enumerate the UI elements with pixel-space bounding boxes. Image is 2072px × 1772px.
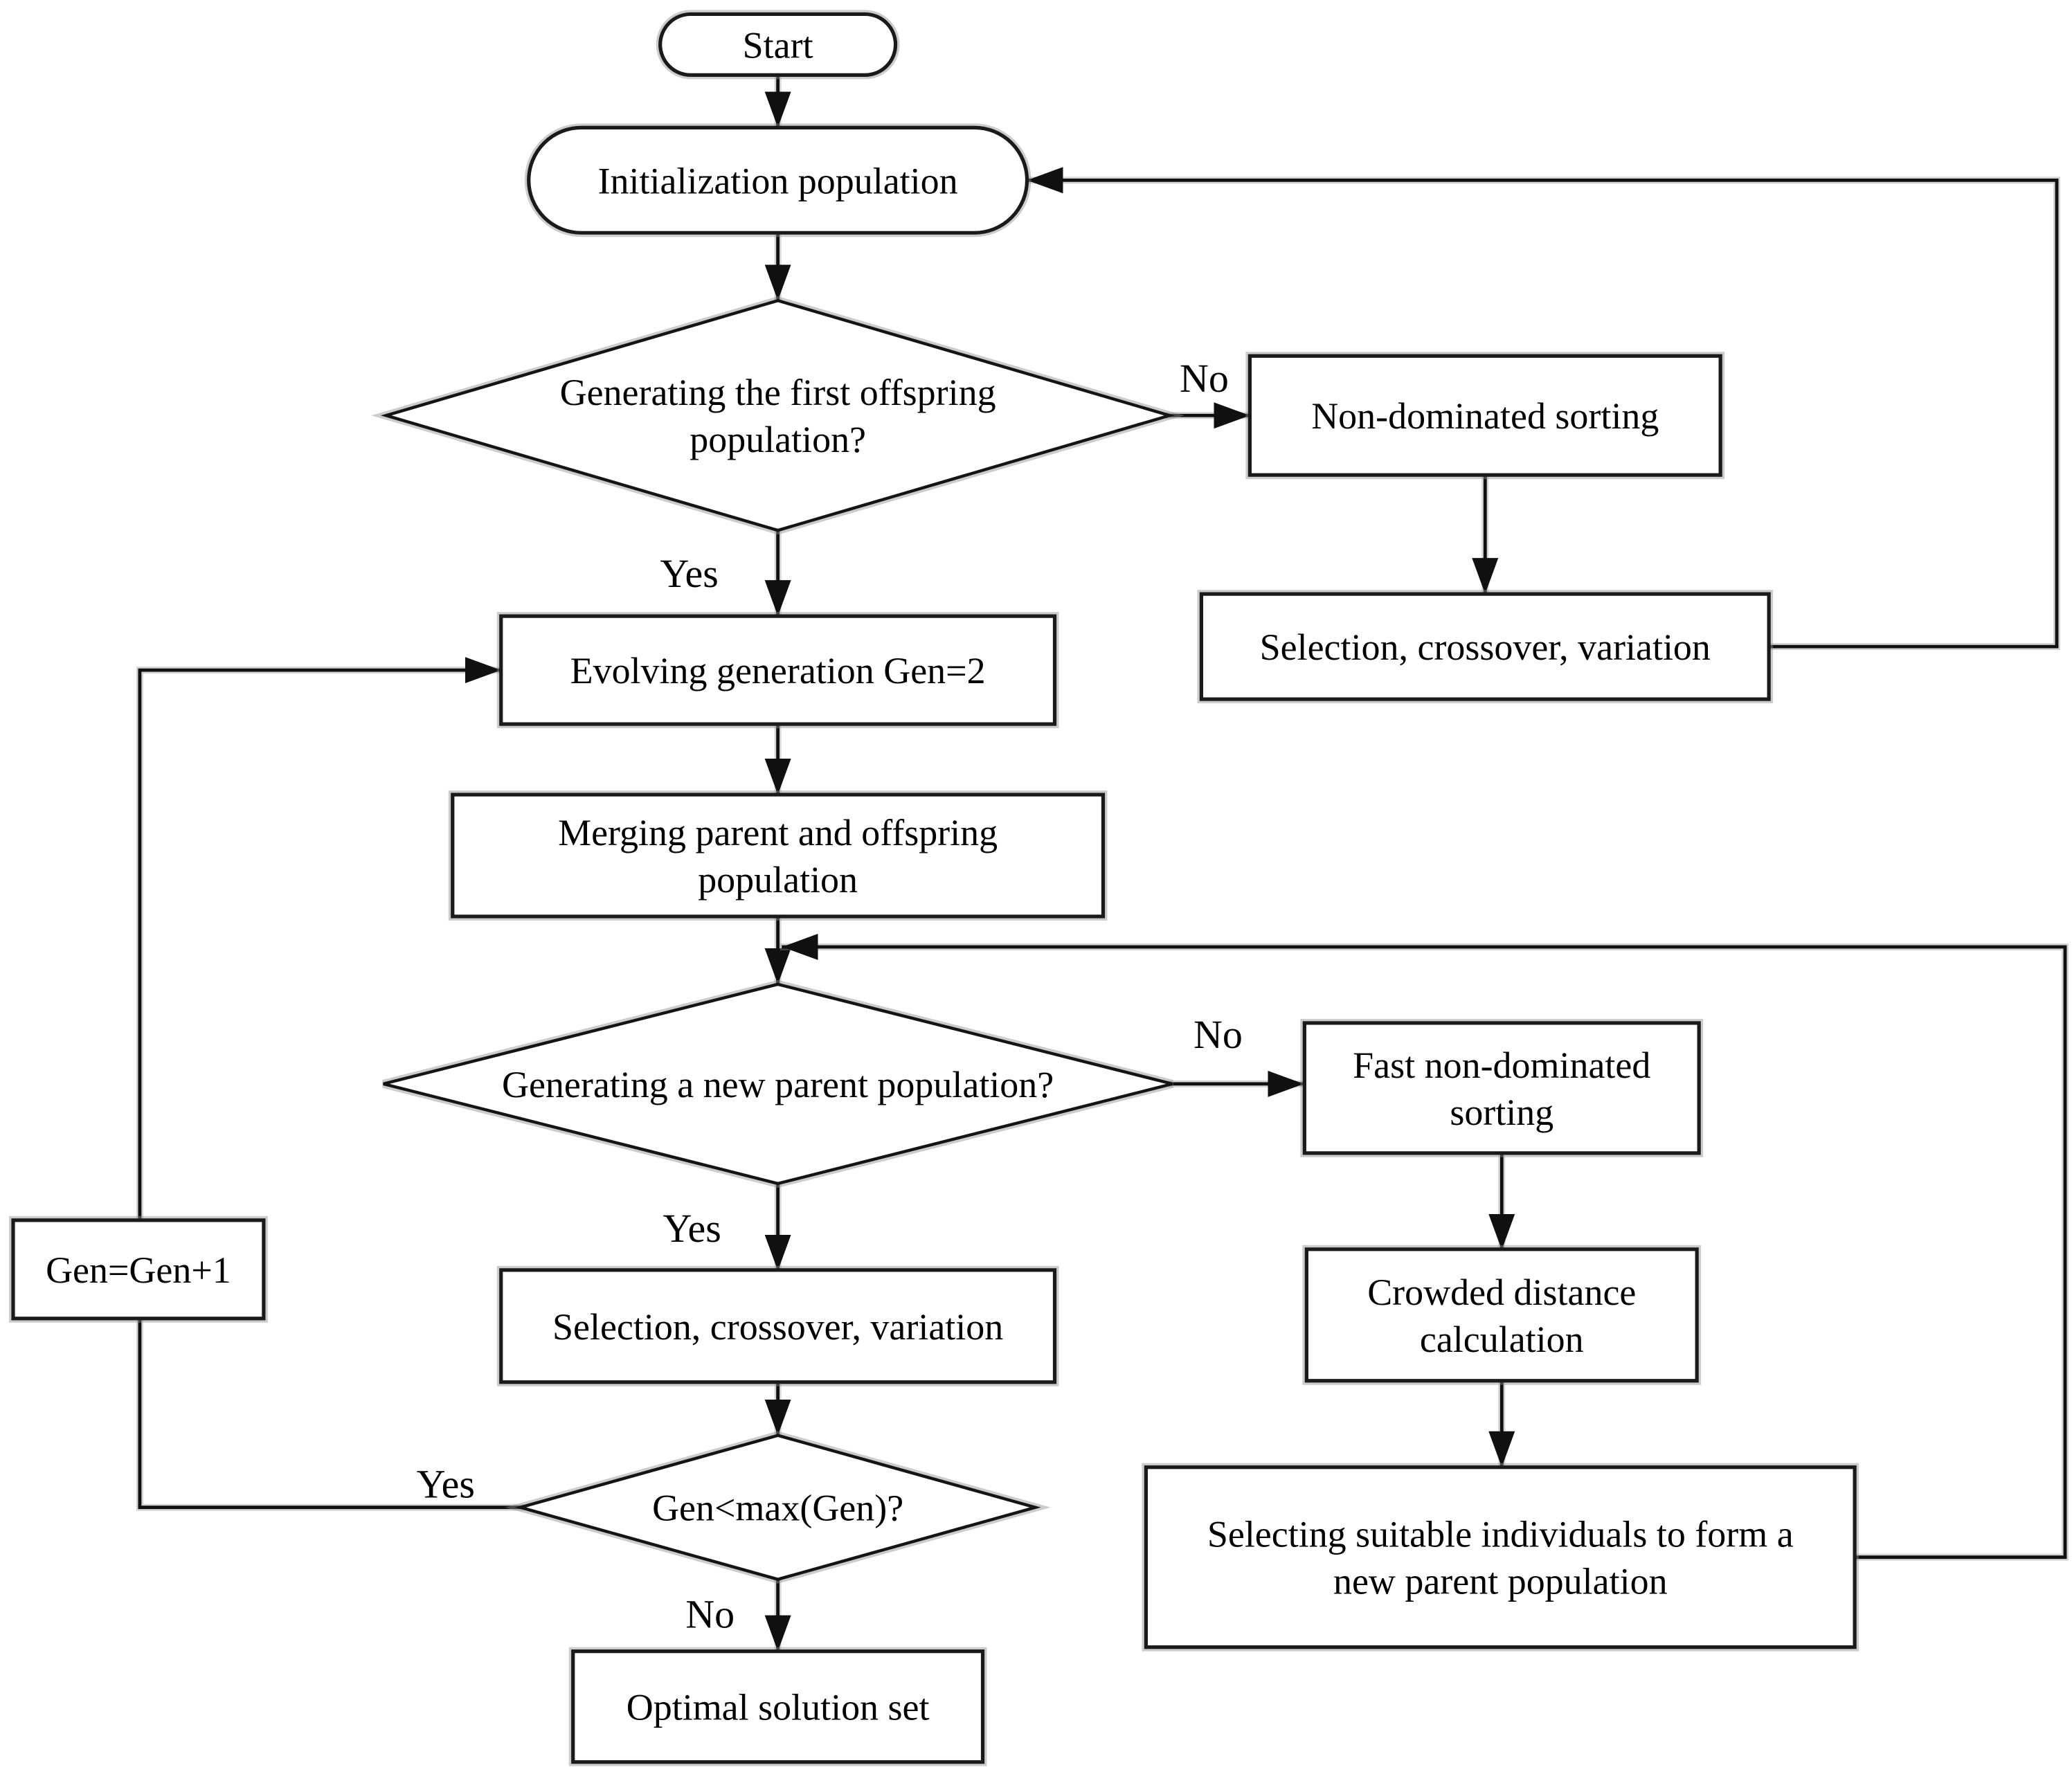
optimal-solution-set-label-line-0: Optimal solution set [627, 1687, 930, 1728]
gen-max-decision-shape [514, 1434, 1041, 1581]
node-start: Start [656, 10, 900, 80]
first-offspring-decision-shape [380, 298, 1175, 532]
node-first-offspring-decision: Generating the first offspring population… [371, 296, 1184, 535]
node-new-parent-decision: Generating a new parent population? [382, 979, 1173, 1188]
merging-population-label-line-0: Merging parent and offspring [558, 812, 998, 853]
node-gen-max-decision: Gen<max(Gen)? [505, 1431, 1051, 1584]
edge-gen-decision-yes-loop [136, 657, 524, 1511]
fast-non-dominated-sorting-label-line-1: sorting [1450, 1092, 1553, 1133]
start-shape [658, 12, 898, 77]
crowded-distance-shape [1304, 1247, 1699, 1383]
node-evolving-generation: Evolving generation Gen=2 [496, 612, 1059, 729]
edge-selecting-loop-to-merge-junction [780, 933, 2069, 1561]
node-optimal-solution-set: Optimal solution set [568, 1647, 987, 1766]
init-population-label-line-0: Initialization population [598, 160, 958, 201]
non-dominated-sorting-label-line-0: Non-dominated sorting [1311, 395, 1659, 437]
node-merging-population: Merging parent and offspring population [448, 790, 1108, 921]
new-parent-decision-label-line-0: Generating a new parent population? [502, 1064, 1054, 1105]
node-selection-crossover-variation-top: Selection, crossover, variation [1197, 590, 1774, 704]
decision-label-no-gen-decision: No [685, 1592, 735, 1637]
start-label-line-0: Start [743, 24, 813, 66]
crowded-distance-label-line-1: calculation [1420, 1319, 1584, 1360]
edge-line-gen-decision-yes-loop [138, 657, 523, 1510]
merging-population-shape [451, 793, 1106, 919]
gen-increment-shape [11, 1218, 266, 1321]
edges-layer [136, 71, 2069, 1654]
decision-label-yes-first-decision: Yes [660, 551, 718, 596]
node-fast-non-dominated-sorting: Fast non-dominated sorting [1300, 1018, 1704, 1157]
evolving-generation-shape [499, 614, 1057, 726]
init-population-shape [527, 125, 1029, 235]
edge-selection-loop-to-init [1025, 167, 2061, 651]
node-selecting-individuals: Selecting suitable individuals to form a… [1142, 1463, 1859, 1652]
non-dominated-sorting-shape [1247, 354, 1722, 477]
node-non-dominated-sorting: Non-dominated sorting [1245, 352, 1725, 480]
evolving-generation-label-line-0: Evolving generation Gen=2 [570, 650, 986, 691]
decision-label-no-first-decision: No [1180, 356, 1229, 401]
selecting-individuals-shape [1144, 1465, 1857, 1649]
crowded-distance-label-line-0: Crowded distance [1367, 1272, 1636, 1313]
decision-label-yes-gen-decision: Yes [417, 1462, 475, 1507]
gen-max-decision-label-line-0: Gen<max(Gen)? [652, 1488, 903, 1529]
node-gen-increment: Gen=Gen+1 [8, 1215, 268, 1323]
decision-label-yes-new-decision: Yes [663, 1206, 721, 1251]
selection-crossover-variation-top-label-line-0: Selection, crossover, variation [1260, 626, 1711, 668]
edge-line-selecting-loop-to-merge-junction [782, 933, 2067, 1559]
node-init-population: Initialization population [524, 123, 1032, 237]
decision-label-no-new-decision: No [1193, 1012, 1243, 1057]
node-crowded-distance: Crowded distance calculation [1302, 1245, 1702, 1385]
selection-crossover-variation-bottom-shape [499, 1268, 1057, 1384]
selecting-individuals-label-line-1: new parent population [1333, 1561, 1668, 1602]
selection-crossover-variation-top-shape [1199, 592, 1771, 701]
fast-non-dominated-sorting-shape [1302, 1021, 1701, 1155]
first-offspring-decision-label-line-1: population? [690, 419, 866, 460]
selection-crossover-variation-bottom-label-line-0: Selection, crossover, variation [552, 1306, 1003, 1348]
optimal-solution-set-shape [571, 1649, 985, 1764]
node-selection-crossover-variation-bottom: Selection, crossover, variation [496, 1265, 1059, 1386]
edge-line-selection-loop-to-init [1027, 167, 2059, 649]
first-offspring-decision-label-line-0: Generating the first offspring [560, 372, 996, 413]
fast-non-dominated-sorting-label-line-0: Fast non-dominated [1353, 1045, 1650, 1086]
merging-population-label-line-1: population [698, 859, 858, 901]
new-parent-decision-shape [383, 982, 1173, 1186]
selecting-individuals-label-line-0: Selecting suitable individuals to form a [1207, 1514, 1794, 1555]
gen-increment-label-line-0: Gen=Gen+1 [46, 1249, 231, 1291]
